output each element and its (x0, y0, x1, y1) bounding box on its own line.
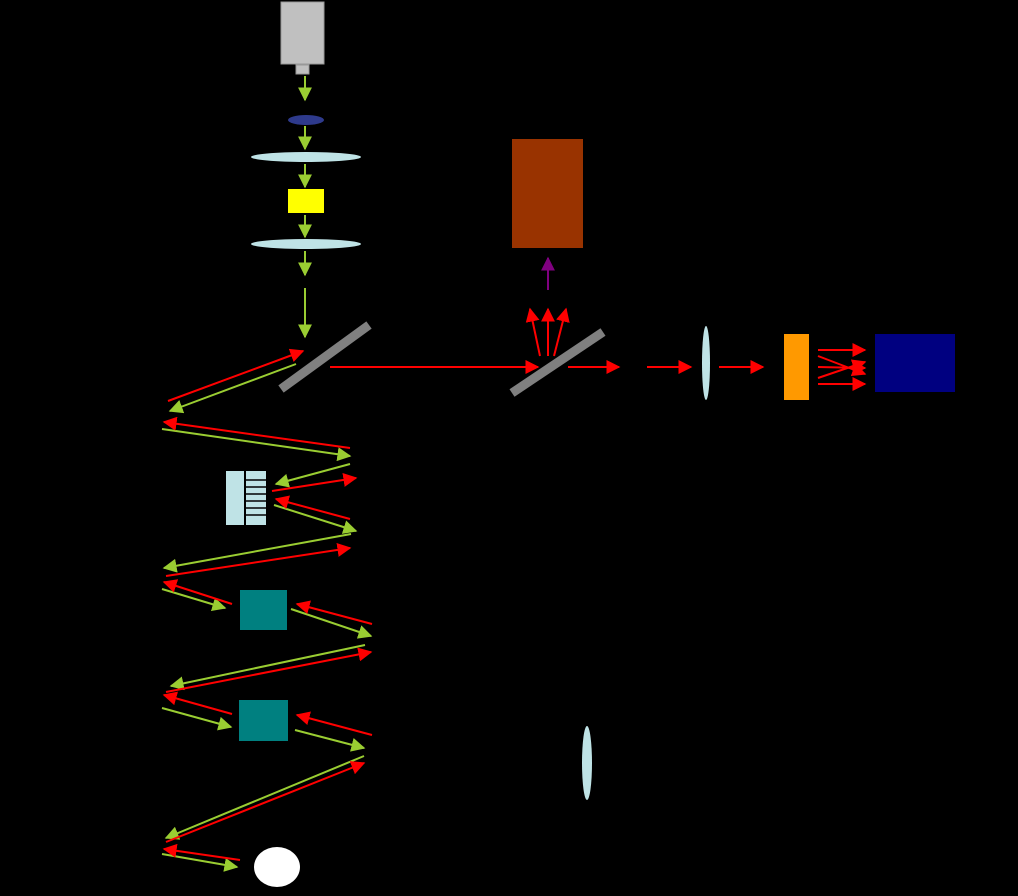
detector-blue (875, 334, 955, 392)
excitation-beam (161, 76, 373, 872)
sample-spot (254, 847, 300, 887)
lens-4 (582, 726, 592, 800)
objective-optic (288, 115, 324, 125)
filter-orange (784, 334, 809, 400)
beamsplitter-2 (509, 328, 606, 397)
beamsplitter-1 (278, 321, 372, 393)
teal-element-1 (240, 590, 287, 630)
lens-1 (251, 152, 361, 162)
lens-3 (702, 326, 710, 400)
laser-source (280, 1, 325, 75)
grating (226, 471, 266, 525)
crystal (288, 189, 324, 213)
detector-brown (512, 139, 583, 248)
teal-element-2 (239, 700, 288, 741)
lens-2 (251, 239, 361, 249)
signal-beam (162, 307, 867, 861)
